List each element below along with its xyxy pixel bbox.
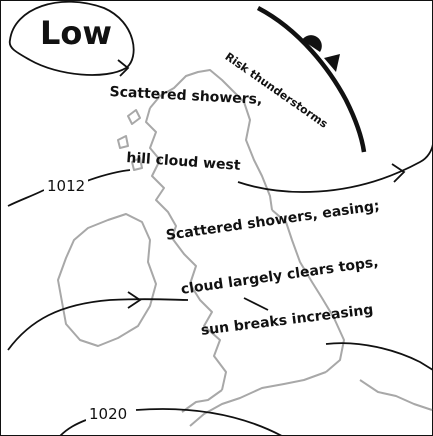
coastline-wales — [171, 237, 227, 391]
isobar-1012-label: 1012 — [44, 177, 89, 195]
coastline-france — [359, 379, 433, 411]
isobar-middle-arrow-icon — [127, 291, 142, 309]
isobar-middle-link — [243, 297, 269, 311]
coastline-group — [57, 69, 433, 427]
low-isobar-arrow-icon — [117, 59, 130, 77]
coastline-england-east — [271, 209, 345, 373]
low-isobar — [8, 0, 135, 76]
warm-front-semicircle-icon — [302, 35, 322, 52]
isobar-middle-east — [325, 342, 433, 371]
isobar-1020-right — [135, 408, 283, 436]
isobar-1020-left — [59, 419, 87, 436]
low-pressure-label: Low — [40, 14, 112, 52]
isobar-middle — [7, 298, 189, 351]
coastline-islands-north — [117, 109, 143, 171]
isobar-1020-label: 1020 — [86, 405, 131, 423]
cold-front-triangle-icon — [324, 54, 340, 72]
coastline-scotland-west — [145, 107, 177, 239]
coastline-southwest — [181, 389, 223, 413]
weather-front-line — [256, 6, 367, 153]
coastline-scotland-north — [149, 69, 273, 211]
coastline-ireland — [57, 213, 157, 347]
isobar-1012-arrow-icon — [391, 163, 406, 183]
isobar-1012-left — [7, 189, 45, 207]
